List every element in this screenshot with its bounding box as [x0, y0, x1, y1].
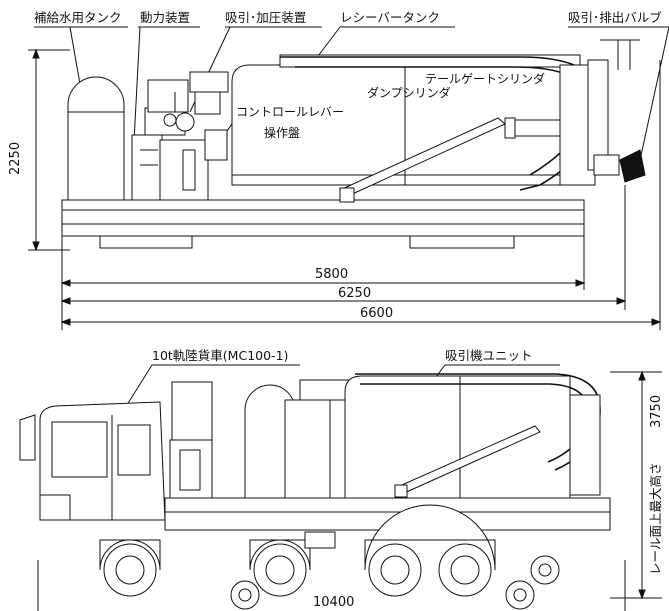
dim-bottom	[37, 370, 662, 611]
bed-equipment	[169, 373, 601, 499]
label-dump-cylinder: ダンプシリンダ	[367, 85, 451, 100]
skid-right	[409, 235, 515, 249]
supply-tank	[67, 76, 125, 201]
label-power-unit: 動力装置	[140, 10, 190, 25]
label-suction-pressure: 吸引･加圧装置	[225, 10, 306, 25]
bottom-view: 3750 レール面上最大高さ 10400 10t軌陸貨車(MC100-1) 吸引…	[19, 348, 664, 611]
label-truck: 10t軌陸貨車(MC100-1)	[152, 348, 288, 363]
dim-label-5800: 5800	[315, 267, 348, 282]
tailgate-cylinder	[504, 117, 561, 139]
dump-cylinder	[339, 117, 506, 203]
truck-bed	[164, 497, 611, 513]
dim-horizontal	[60, 60, 662, 330]
label-rail-height: レール面上最大高さ	[648, 462, 663, 575]
skid-left	[99, 235, 193, 249]
label-suction-valve: 吸引･排出バルブ	[568, 10, 662, 25]
truck-cab	[19, 401, 166, 521]
dim-label-6600: 6600	[360, 306, 393, 321]
suction-pressure-unit	[147, 71, 229, 115]
dim-label-10400: 10400	[313, 595, 354, 610]
platform	[61, 199, 585, 237]
dim-height-2250	[28, 48, 70, 252]
label-tailgate-cylinder: テールゲートシリンダ	[425, 71, 545, 86]
label-receiver-tank: レシーバータンク	[340, 10, 440, 25]
receiver-tank	[231, 54, 581, 186]
label-supply-tank: 補給水用タンク	[34, 10, 122, 25]
dim-label-6250: 6250	[338, 286, 371, 301]
top-view: 補給水用タンク 動力装置 吸引･加圧装置 レシーバータンク 吸引･排出バルブ テ…	[8, 10, 669, 330]
wheels	[99, 504, 560, 610]
tailgate	[559, 39, 646, 186]
power-unit	[131, 107, 228, 201]
label-control-lever: コントロールレバー	[236, 105, 344, 119]
label-suction-unit: 吸引機ユニット	[445, 348, 533, 363]
dim-label-2250: 2250	[8, 142, 23, 175]
label-panel: 操作盤	[264, 125, 300, 140]
dim-label-3750: 3750	[649, 395, 664, 428]
